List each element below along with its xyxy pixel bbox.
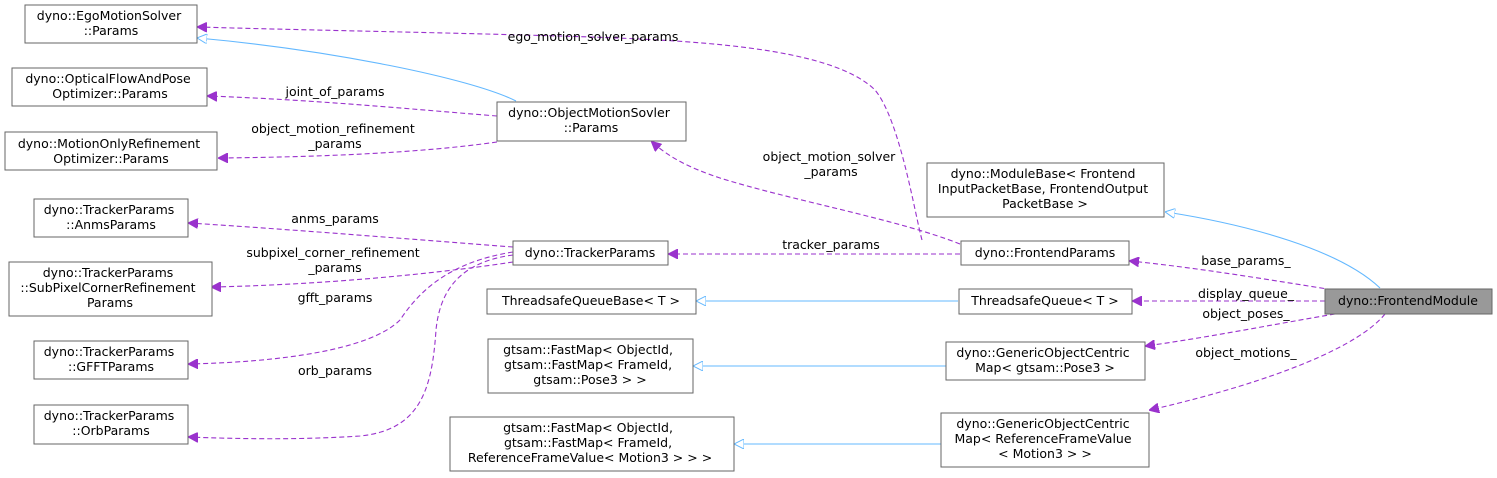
edge-anms-params: [189, 223, 514, 248]
edge-label-object-motion-solver-params: object_motion_solver _params: [763, 149, 900, 179]
node-label: dyno::GenericObjectCentric Map< gtsam::P…: [956, 345, 1133, 375]
node-box: [4, 131, 218, 171]
edge-gfft-params: [189, 251, 514, 364]
node-label: dyno::TrackerParams: [525, 245, 656, 260]
node-label: dyno::ObjectMotionSovler ::Params: [508, 105, 674, 135]
node-box: [449, 416, 735, 472]
node-threadsafe-queue-base[interactable]: ThreadsafeQueueBase< T >: [486, 288, 697, 315]
node-label: ThreadsafeQueue< T >: [970, 293, 1119, 308]
edge-ego-motion-solver-params: [198, 27, 923, 241]
edge-object-motion-refinement-params: [219, 141, 498, 158]
node-gfft-params[interactable]: dyno::TrackerParams ::GFFTParams: [33, 340, 189, 380]
edges-layer: [189, 27, 1386, 444]
node-box: [24, 4, 198, 44]
node-label: dyno::EgoMotionSolver ::Params: [37, 8, 185, 38]
edge-label-gfft-params: gfft_params: [298, 290, 373, 305]
node-label: gtsam::FastMap< ObjectId, gtsam::FastMap…: [468, 420, 712, 465]
node-box: [496, 101, 687, 142]
node-label: dyno::TrackerParams ::SubPixelCornerRefi…: [20, 265, 199, 310]
edge-label-orb-params: orb_params: [298, 363, 372, 378]
node-label: dyno::GenericObjectCentric Map< Referenc…: [954, 416, 1135, 461]
edge-label-ego-motion-solver-params: ego_motion_solver_params: [508, 29, 679, 44]
node-box: [958, 288, 1133, 315]
edge-object-motion-solver-inherits-ego-motion-solver: [198, 38, 517, 102]
node-label: dyno::TrackerParams ::OrbParams: [44, 408, 179, 438]
node-box: [1324, 288, 1493, 315]
node-threadsafe-queue[interactable]: ThreadsafeQueue< T >: [958, 288, 1133, 315]
node-subpixel-corner-refinement-params[interactable]: dyno::TrackerParams ::SubPixelCornerRefi…: [8, 261, 213, 317]
edge-label-tracker-params: tracker_params: [782, 237, 880, 252]
node-object-centric-motion3[interactable]: dyno::GenericObjectCentric Map< Referenc…: [940, 412, 1150, 468]
edge-object-motions: [1150, 313, 1386, 410]
node-label: dyno::MotionOnlyRefinement Optimizer::Pa…: [18, 136, 204, 166]
node-frontend-module[interactable]: dyno::FrontendModule: [1324, 288, 1493, 315]
node-box: [960, 240, 1130, 266]
node-fastmap-pose3[interactable]: gtsam::FastMap< ObjectId, gtsam::FastMap…: [487, 338, 694, 394]
node-label: ThreadsafeQueueBase< T >: [501, 293, 680, 308]
node-label: dyno::OpticalFlowAndPose Optimizer::Para…: [25, 71, 194, 101]
node-fastmap-motion3[interactable]: gtsam::FastMap< ObjectId, gtsam::FastMap…: [449, 416, 735, 472]
node-box: [33, 198, 189, 238]
node-motion-only-refinement-params[interactable]: dyno::MotionOnlyRefinement Optimizer::Pa…: [4, 131, 218, 171]
edge-joint-of-params: [208, 96, 498, 117]
edge-label-object-motions: object_motions_: [1195, 345, 1297, 360]
edge-label-subpixel-corner-refinement-params: subpixel_corner_refinement _params: [246, 245, 423, 275]
edge-object-motion-solver-params: [652, 142, 961, 245]
edge-label-joint-of-params: joint_of_params: [284, 84, 384, 99]
node-box: [945, 341, 1146, 381]
edge-object-poses: [1146, 313, 1336, 346]
node-box: [486, 288, 697, 315]
edge-label-display-queue: display_queue_: [1198, 286, 1295, 301]
node-box: [940, 412, 1150, 468]
nodes-layer: dyno::EgoMotionSolver ::Params dyno::Opt…: [4, 4, 1493, 472]
node-object-centric-pose3[interactable]: dyno::GenericObjectCentric Map< gtsam::P…: [945, 341, 1146, 381]
node-ego-motion-solver-params[interactable]: dyno::EgoMotionSolver ::Params: [24, 4, 198, 44]
edge-label-object-motion-refinement-params: object_motion_refinement _params: [251, 121, 419, 151]
node-box: [512, 240, 669, 266]
node-box: [926, 162, 1165, 218]
node-box: [33, 404, 189, 445]
node-anms-params[interactable]: dyno::TrackerParams ::AnmsParams: [33, 198, 189, 238]
node-box: [11, 67, 208, 107]
edge-labels-layer: ego_motion_solver_params joint_of_params…: [246, 29, 1297, 378]
node-label: dyno::ModuleBase< Frontend InputPacketBa…: [938, 166, 1152, 211]
node-frontend-params[interactable]: dyno::FrontendParams: [960, 240, 1130, 266]
node-label: dyno::FrontendParams: [975, 245, 1116, 260]
edge-base-params: [1130, 261, 1341, 292]
edge-frontend-module-inherits-module-base: [1166, 212, 1381, 289]
node-label: dyno::FrontendModule: [1338, 293, 1478, 308]
node-orb-params[interactable]: dyno::TrackerParams ::OrbParams: [33, 404, 189, 445]
node-optical-flow-params[interactable]: dyno::OpticalFlowAndPose Optimizer::Para…: [11, 67, 208, 107]
node-box: [8, 261, 213, 317]
edge-orb-params: [189, 254, 514, 439]
node-label: dyno::TrackerParams ::GFFTParams: [44, 344, 179, 374]
node-box: [33, 340, 189, 380]
node-label: dyno::TrackerParams ::AnmsParams: [44, 202, 179, 232]
node-box: [487, 338, 694, 394]
edge-label-base-params: base_params_: [1201, 253, 1291, 268]
node-tracker-params[interactable]: dyno::TrackerParams: [512, 240, 669, 266]
node-module-base[interactable]: dyno::ModuleBase< Frontend InputPacketBa…: [926, 162, 1165, 218]
edge-subpixel-corner-refinement-params: [212, 261, 514, 287]
node-label: gtsam::FastMap< ObjectId, gtsam::FastMap…: [503, 342, 677, 387]
edge-label-object-poses: object_poses_: [1202, 306, 1290, 321]
node-object-motion-solver-params[interactable]: dyno::ObjectMotionSovler ::Params: [496, 101, 687, 142]
edge-label-anms-params: anms_params: [291, 211, 379, 226]
